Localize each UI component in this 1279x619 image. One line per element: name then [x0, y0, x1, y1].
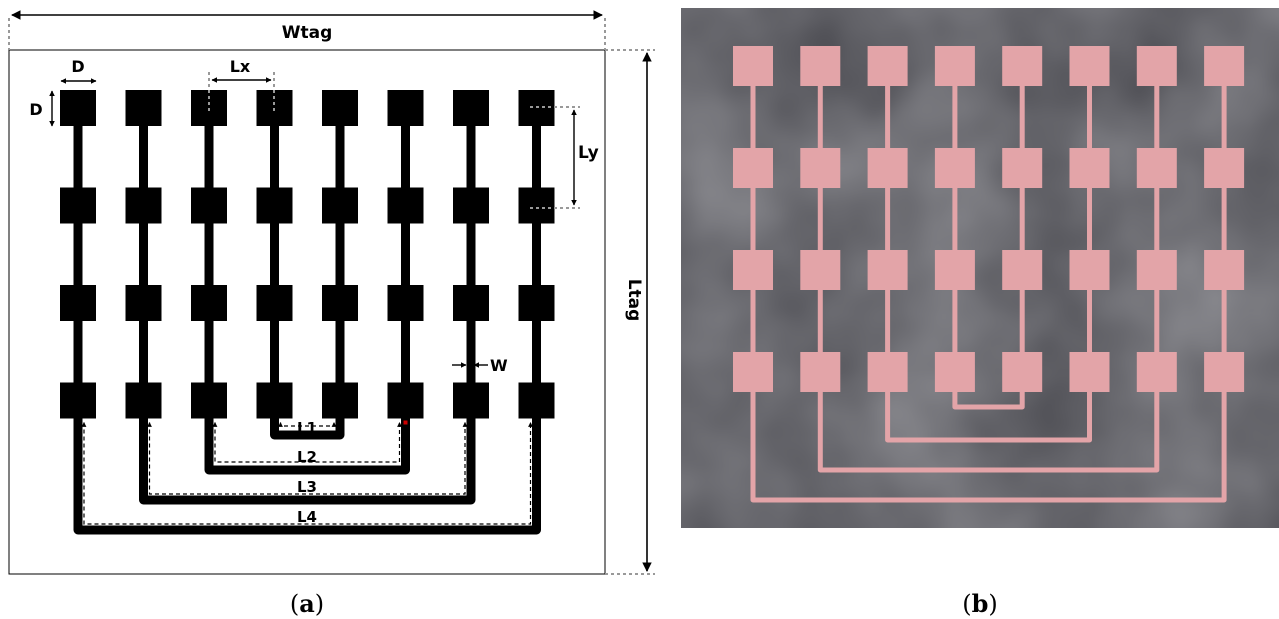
copper-patch	[1002, 352, 1043, 392]
panel-b: (b)	[681, 8, 1279, 618]
extension-guides	[8, 18, 655, 575]
square-patch	[322, 187, 358, 224]
path-length-line	[147, 422, 468, 495]
square-patch	[453, 285, 489, 321]
wtag-label: Wtag	[282, 23, 333, 43]
copper-patch	[1204, 250, 1245, 290]
ltag-label: Ltag	[624, 279, 644, 322]
caption-b: (b)	[962, 589, 998, 618]
square-patch	[125, 285, 162, 321]
copper-patch	[1069, 352, 1110, 392]
square-patch	[453, 187, 489, 224]
l3-label: L3	[297, 478, 317, 496]
copper-patch	[733, 352, 773, 392]
copper-patch	[800, 250, 841, 290]
square-patch	[191, 285, 227, 321]
l2-label: L2	[297, 448, 317, 466]
square-patch	[191, 382, 227, 419]
ly-guides	[530, 106, 580, 209]
square-patch	[322, 90, 358, 126]
square-patch	[125, 382, 162, 419]
copper-u-connector	[817, 372, 1160, 473]
copper-patch	[867, 250, 908, 290]
copper-patch	[1002, 250, 1043, 290]
copper-patch	[1204, 352, 1245, 392]
copper-patch	[867, 148, 908, 188]
l4-label: L4	[297, 508, 317, 526]
w-label: W	[490, 356, 508, 375]
square-patch	[256, 187, 293, 224]
square-patch	[256, 285, 293, 321]
square-patch	[322, 382, 358, 419]
copper-patch	[1069, 46, 1110, 86]
square-patch	[387, 382, 424, 419]
copper-patch	[934, 352, 975, 392]
square-patch	[518, 187, 555, 224]
square-patch	[125, 90, 162, 126]
copper-patch	[934, 46, 975, 86]
copper-patch	[1136, 250, 1177, 290]
caption-a: (a)	[290, 589, 324, 618]
copper-patch	[1204, 46, 1245, 86]
lx-label: Lx	[230, 57, 251, 76]
copper-patch	[1136, 46, 1177, 86]
square-patch	[60, 285, 96, 321]
d-horizontal-label: D	[71, 57, 84, 76]
copper-patch	[1069, 148, 1110, 188]
lx-guides	[208, 72, 275, 113]
copper-patch	[934, 148, 975, 188]
square-patch	[322, 285, 358, 321]
square-patch	[387, 187, 424, 224]
accent-marker	[403, 420, 408, 425]
copper-u-connector	[750, 372, 1227, 503]
copper-patch	[867, 46, 908, 86]
copper-patch	[1136, 148, 1177, 188]
fabricated-antenna	[733, 46, 1245, 503]
square-patch	[518, 285, 555, 321]
square-patch	[191, 187, 227, 224]
copper-patch	[733, 46, 773, 86]
square-patch	[518, 382, 555, 419]
copper-patch	[733, 250, 773, 290]
square-patch	[453, 90, 489, 126]
copper-u-connector	[885, 372, 1092, 443]
u-connector	[73, 400, 541, 535]
square-patch	[60, 187, 96, 224]
square-patch	[387, 285, 424, 321]
copper-patch	[733, 148, 773, 188]
square-patch	[256, 382, 293, 419]
antenna-pattern	[60, 90, 555, 535]
u-connector	[139, 400, 476, 505]
copper-patch	[1204, 148, 1245, 188]
path-length-indicators	[81, 420, 533, 525]
square-patch	[125, 187, 162, 224]
square-patch	[60, 382, 96, 419]
copper-patch	[1002, 148, 1043, 188]
copper-patch	[1136, 352, 1177, 392]
copper-patch	[800, 352, 841, 392]
copper-patch	[800, 46, 841, 86]
path-length-line	[81, 422, 533, 525]
d-vertical-label: D	[29, 100, 42, 119]
ly-label: Ly	[578, 143, 599, 163]
copper-patch	[867, 352, 908, 392]
copper-patch	[934, 250, 975, 290]
square-patch	[387, 90, 424, 126]
l1-label: L1	[297, 419, 317, 437]
tag-outline	[8, 49, 606, 575]
panel-a: Wtag Ltag D D Lx Ly W L1	[8, 10, 655, 618]
copper-patch	[1002, 46, 1043, 86]
copper-patch	[1069, 250, 1110, 290]
square-patch	[453, 382, 489, 419]
square-patch	[60, 90, 96, 126]
copper-patch	[800, 148, 841, 188]
u-connector	[204, 400, 410, 475]
